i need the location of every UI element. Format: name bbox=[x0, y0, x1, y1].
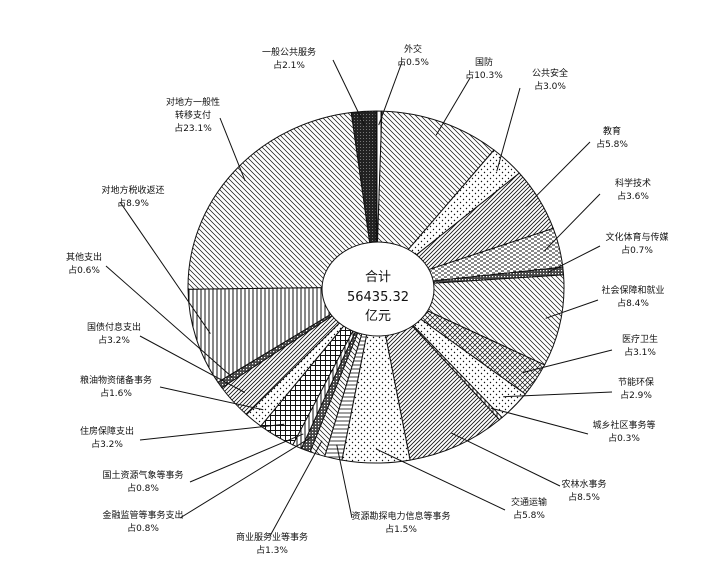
leader-line-18 bbox=[159, 386, 264, 411]
pie-slice-22 bbox=[187, 111, 377, 290]
leader-line-8 bbox=[522, 349, 613, 373]
slice-label-value-16: 占0.8% bbox=[127, 482, 159, 494]
slice-label-value-18: 占1.6% bbox=[100, 387, 132, 399]
leader-line-20 bbox=[105, 265, 233, 378]
leader-line-15 bbox=[179, 436, 312, 519]
slice-label-value-15: 占0.8% bbox=[127, 522, 159, 534]
leader-line-12 bbox=[375, 448, 506, 511]
slice-label-value-7: 占8.4% bbox=[617, 297, 649, 309]
slice-label-value-14: 占1.3% bbox=[256, 544, 288, 556]
slice-label-name-11: 农林水事务 bbox=[561, 478, 606, 490]
slice-label-name-1: 外交 bbox=[404, 43, 422, 55]
slice-label-name-23: 一般公共服务 bbox=[262, 46, 316, 58]
center-label: 合计 56435.32 亿元 bbox=[321, 241, 435, 337]
slice-label-name-12: 交通运输 bbox=[511, 496, 547, 508]
slice-label-name-13: 资源勘探电力信息等事务 bbox=[351, 510, 450, 522]
slice-label-value-1: 占0.5% bbox=[397, 56, 429, 68]
slice-label-name-22-1: 对地方一般性 bbox=[166, 96, 220, 108]
slice-label-value-11: 占8.5% bbox=[568, 491, 600, 503]
pie-slice-2 bbox=[375, 110, 495, 289]
leader-line-11 bbox=[450, 432, 561, 487]
slice-label-name-20: 其他支出 bbox=[66, 251, 102, 263]
leader-line-6 bbox=[547, 245, 601, 273]
slice-label-value-19: 占3.2% bbox=[98, 334, 130, 346]
slice-label-value-22: 占23.1% bbox=[174, 122, 212, 134]
slice-label-value-3: 占3.0% bbox=[534, 80, 566, 92]
slice-label-name-9: 节能环保 bbox=[618, 376, 654, 388]
slice-label-name-7: 社会保障和就业 bbox=[601, 284, 664, 296]
leader-line-19 bbox=[139, 335, 246, 393]
leader-line-10 bbox=[490, 407, 589, 435]
slice-label-name-8: 医疗卫生 bbox=[622, 333, 658, 345]
leader-line-16 bbox=[189, 433, 304, 483]
pie-slice-11 bbox=[375, 285, 501, 461]
leader-line-4 bbox=[525, 141, 591, 207]
center-label-line-3: 亿元 bbox=[365, 309, 391, 324]
leader-line-7 bbox=[545, 299, 599, 319]
leader-line-22 bbox=[219, 117, 246, 182]
slice-label-value-21: 占8.9% bbox=[117, 197, 149, 209]
center-label-line-1: 合计 bbox=[365, 270, 391, 285]
slice-label-name-5: 科学技术 bbox=[615, 177, 651, 189]
slice-label-name-17: 住房保障支出 bbox=[80, 425, 134, 437]
slice-label-name-3: 公共安全 bbox=[532, 67, 568, 79]
slice-label-value-12: 占5.8% bbox=[513, 509, 545, 521]
slice-label-value-9: 占2.9% bbox=[620, 389, 652, 401]
leader-line-5 bbox=[544, 193, 601, 252]
slice-label-name-14: 商业服务业等事务 bbox=[236, 531, 308, 543]
leader-line-9 bbox=[503, 391, 613, 398]
slice-label-name-2: 国防 bbox=[475, 56, 493, 68]
slice-label-value-10: 占0.3% bbox=[608, 432, 640, 444]
slice-label-value-17: 占3.2% bbox=[91, 438, 123, 450]
slice-label-value-5: 占3.6% bbox=[617, 190, 649, 202]
slice-label-value-4: 占5.8% bbox=[596, 138, 628, 150]
leader-line-14 bbox=[269, 440, 323, 537]
slice-label-name-10: 城乡社区事务等 bbox=[592, 419, 655, 431]
slice-label-value-2: 占10.3% bbox=[465, 69, 503, 81]
slice-label-name-4: 教育 bbox=[603, 125, 621, 137]
leader-line-23 bbox=[332, 59, 366, 126]
slice-label-name-16: 国土资源气象等事务 bbox=[102, 469, 183, 481]
slice-label-name-21: 对地方税收返还 bbox=[101, 184, 164, 196]
slice-label-value-20: 占0.6% bbox=[68, 264, 100, 276]
slice-label-value-8: 占3.1% bbox=[624, 346, 656, 358]
leader-line-3 bbox=[496, 87, 521, 172]
leader-line-13 bbox=[336, 444, 353, 519]
slice-label-value-23: 占2.1% bbox=[273, 59, 305, 71]
leader-line-21 bbox=[119, 201, 211, 334]
slice-label-value-13: 占1.5% bbox=[385, 523, 417, 535]
slice-label-name-18: 粮油物资储备事务 bbox=[80, 374, 152, 386]
center-label-line-2: 56435.32 bbox=[347, 290, 409, 305]
leader-line-17 bbox=[139, 423, 285, 441]
slice-label-name-6: 文化体育与传媒 bbox=[605, 231, 668, 243]
slice-label-name-22-2: 转移支付 bbox=[175, 109, 211, 121]
slice-label-value-6: 占0.7% bbox=[621, 244, 653, 256]
slice-label-name-19: 国债付息支出 bbox=[87, 321, 141, 333]
leader-line-2 bbox=[435, 77, 471, 136]
slice-label-name-15: 金融监管等事务支出 bbox=[102, 509, 183, 521]
leader-line-1 bbox=[378, 61, 403, 126]
